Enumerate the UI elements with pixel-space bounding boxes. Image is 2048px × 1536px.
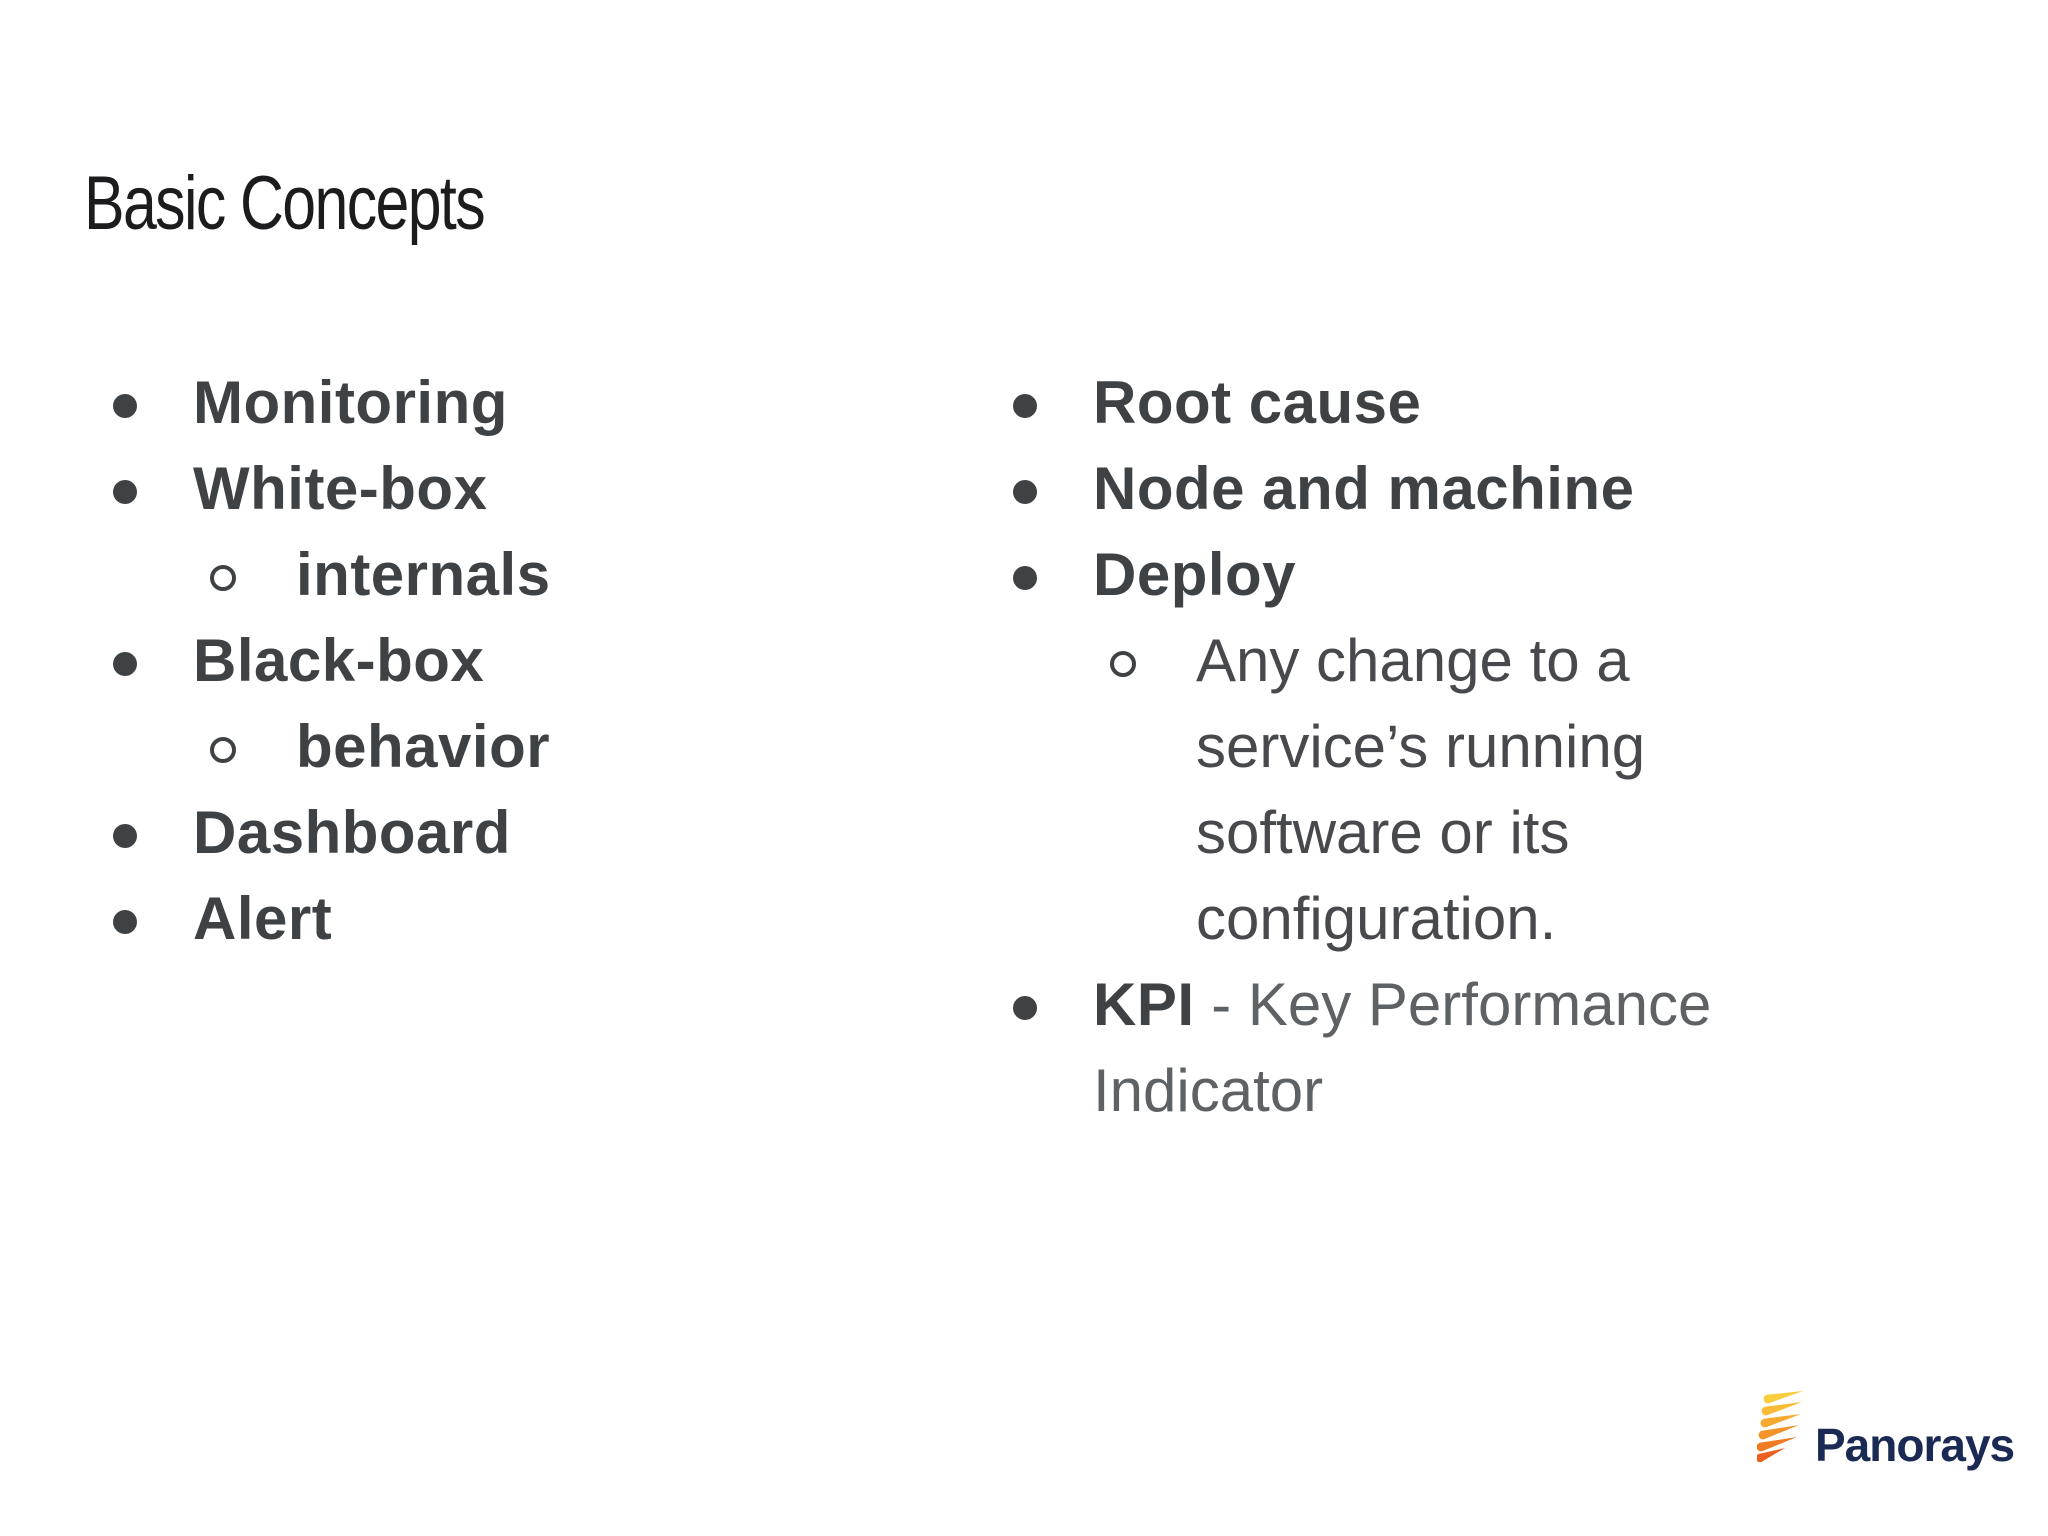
disc-bullet-icon	[113, 824, 137, 848]
list-item-text: KPI - Key Performance Indicator	[1093, 962, 1711, 1134]
disc-bullet-icon	[1013, 566, 1037, 590]
list-item: Monitoring	[113, 360, 551, 446]
sub-list-item: behavior	[210, 704, 551, 790]
sub-list-item: internals	[210, 532, 551, 618]
list-item-text: Node and machine	[1093, 455, 1635, 522]
list-item: Root cause	[1013, 360, 1711, 446]
list-item-text: Root cause	[1093, 369, 1422, 436]
kpi-term: KPI	[1093, 971, 1195, 1038]
disc-bullet-icon	[113, 480, 137, 504]
circle-bullet-icon	[210, 737, 236, 763]
list-item-text: White-box	[193, 455, 488, 522]
sub-list-item: Any change to a service’s running softwa…	[1110, 618, 1711, 962]
disc-bullet-icon	[1013, 480, 1037, 504]
list-item: White-box	[113, 446, 551, 532]
list-item: Deploy	[1013, 532, 1711, 618]
list-item: Alert	[113, 876, 551, 962]
list-item-text: behavior	[296, 713, 551, 780]
disc-bullet-icon	[113, 394, 137, 418]
list-item: Black-box	[113, 618, 551, 704]
list-item: Dashboard	[113, 790, 551, 876]
list-item-text: internals	[296, 541, 551, 608]
list-item-text: Any change to a service’s running softwa…	[1196, 627, 1646, 952]
panorays-logo-icon	[1757, 1391, 1803, 1463]
list-item-text: Black-box	[193, 627, 485, 694]
disc-bullet-icon	[1013, 996, 1037, 1020]
list-item-text: Monitoring	[193, 369, 508, 436]
list-item-text: Alert	[193, 885, 333, 952]
list-item-text: Dashboard	[193, 799, 511, 866]
panorays-logo: Panorays	[1757, 1390, 2015, 1468]
disc-bullet-icon	[113, 652, 137, 676]
disc-bullet-icon	[1013, 394, 1037, 418]
kpi-definition: - Key Performance Indicator	[1093, 971, 1712, 1124]
list-item: KPI - Key Performance Indicator	[1013, 962, 1711, 1134]
list-item: Node and machine	[1013, 446, 1711, 532]
circle-bullet-icon	[1110, 651, 1136, 677]
panorays-logo-text: Panorays	[1815, 1419, 2015, 1471]
disc-bullet-icon	[113, 910, 137, 934]
circle-bullet-icon	[210, 565, 236, 591]
list-item-text: Deploy	[1093, 541, 1297, 608]
slide-title: Basic Concepts	[84, 161, 486, 246]
